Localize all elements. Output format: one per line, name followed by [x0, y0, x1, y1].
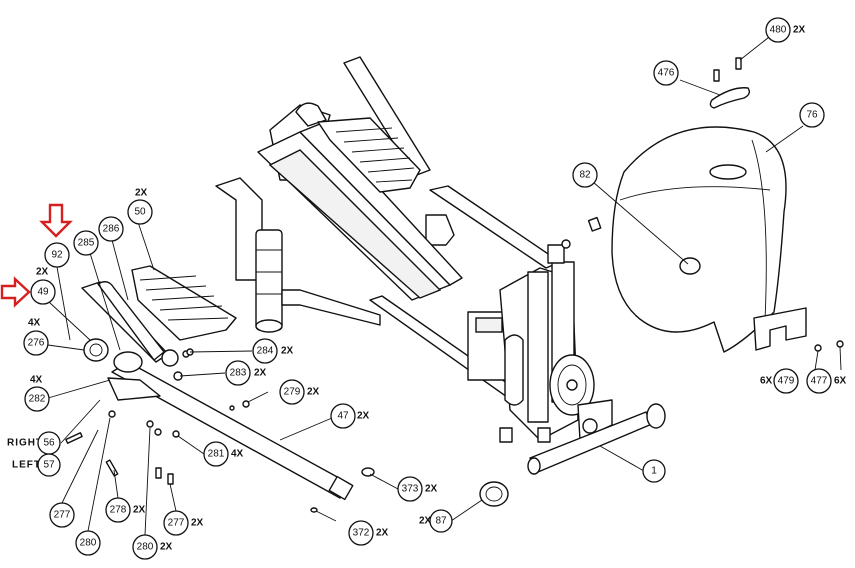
callout-283: 283 2X [225, 360, 267, 386]
callout-92: 92 [44, 242, 70, 268]
svg-text:281: 281 [208, 449, 225, 460]
callout-1: 1 [642, 459, 666, 483]
svg-text:277: 277 [168, 518, 185, 529]
callout-479: 6X 479 [760, 368, 799, 394]
svg-text:278: 278 [110, 505, 127, 516]
svg-text:280: 280 [137, 542, 154, 553]
svg-text:57: 57 [43, 460, 55, 471]
callout-284: 284 2X [252, 338, 294, 364]
svg-text:285: 285 [78, 238, 95, 249]
callout-49: 2X 49 [30, 267, 56, 305]
svg-text:92: 92 [51, 250, 63, 261]
svg-text:373: 373 [402, 484, 419, 495]
callout-50: 2X 50 [127, 188, 153, 225]
drive-housing [467, 239, 613, 441]
callout-480: 480 2X [765, 17, 806, 43]
svg-text:286: 286 [103, 224, 120, 235]
svg-text:2X: 2X [307, 387, 320, 398]
svg-text:2X: 2X [36, 267, 49, 278]
callout-280-left: 280 [75, 530, 101, 556]
svg-text:2X: 2X [254, 368, 267, 379]
rear-frame [215, 177, 455, 333]
shroud-cover [587, 126, 807, 353]
svg-text:56: 56 [43, 438, 55, 449]
svg-text:47: 47 [337, 411, 349, 422]
callout-82: 82 [572, 162, 598, 188]
down-arrow-highlight [39, 203, 73, 238]
center-rail [257, 123, 463, 301]
svg-text:6X: 6X [834, 376, 847, 387]
svg-text:477: 477 [811, 376, 828, 387]
right-arrow-highlight [0, 276, 31, 308]
callout-281: 281 4X [203, 441, 244, 467]
svg-text:277: 277 [54, 510, 71, 521]
svg-text:50: 50 [134, 207, 146, 218]
svg-text:6X: 6X [760, 376, 773, 387]
callout-282: 4X 282 [24, 375, 50, 412]
handle-and-screws [709, 57, 751, 109]
callout-276: 4X 276 [23, 318, 49, 356]
svg-text:279: 279 [284, 387, 301, 398]
callouts: 480 2X 476 76 82 2X 50 92 285 [7, 17, 847, 560]
callout-285: 285 [73, 230, 99, 256]
svg-text:4X: 4X [28, 318, 41, 329]
svg-text:2X: 2X [281, 346, 294, 357]
svg-text:479: 479 [778, 376, 795, 387]
svg-text:82: 82 [579, 170, 591, 181]
svg-text:2X: 2X [357, 411, 370, 422]
roller-wheel [83, 338, 109, 362]
svg-text:2X: 2X [160, 542, 173, 553]
callout-476: 476 [653, 60, 679, 86]
svg-text:49: 49 [37, 287, 49, 298]
callout-373: 373 2X [397, 476, 438, 502]
svg-text:1: 1 [651, 466, 657, 477]
svg-text:2X: 2X [793, 25, 806, 36]
callout-286: 286 [98, 216, 124, 242]
svg-text:2X: 2X [135, 188, 148, 199]
leader-lines [47, 29, 842, 536]
svg-text:4X: 4X [231, 449, 244, 460]
callout-277-right: 277 2X [163, 510, 204, 536]
svg-text:RIGHT: RIGHT [7, 438, 43, 449]
callout-57: LEFT 57 [12, 453, 61, 477]
svg-text:372: 372 [353, 528, 370, 539]
svg-text:2X: 2X [133, 505, 146, 516]
callout-372: 372 2X [348, 520, 389, 546]
svg-text:276: 276 [28, 338, 45, 349]
left-rail [107, 351, 354, 501]
highlight-arrows [0, 203, 73, 308]
front-stabilizer [499, 403, 666, 475]
svg-text:283: 283 [230, 368, 247, 379]
hardware-pieces [65, 340, 844, 513]
svg-text:2X: 2X [419, 516, 432, 527]
svg-text:76: 76 [806, 110, 818, 121]
callout-87: 2X 87 [419, 509, 453, 533]
callout-56: RIGHT 56 [7, 431, 61, 455]
svg-text:284: 284 [257, 346, 274, 357]
svg-text:4X: 4X [30, 375, 43, 386]
right-pedal-assembly [295, 102, 421, 193]
svg-text:2X: 2X [425, 484, 438, 495]
svg-text:480: 480 [770, 25, 787, 36]
svg-text:476: 476 [658, 68, 675, 79]
left-pedal-arm [81, 265, 237, 381]
svg-text:282: 282 [29, 394, 46, 405]
svg-text:2X: 2X [191, 518, 204, 529]
svg-text:2X: 2X [376, 528, 389, 539]
callout-76: 76 [799, 102, 825, 128]
callout-278: 278 2X [105, 497, 146, 523]
callout-477: 477 6X [806, 368, 847, 394]
machine-drawing [65, 56, 844, 513]
callout-279: 279 2X [279, 379, 320, 405]
callout-277-left: 277 [49, 502, 75, 528]
callout-280-right: 280 2X [132, 534, 173, 560]
svg-text:280: 280 [80, 538, 97, 549]
svg-text:87: 87 [435, 516, 447, 527]
svg-text:LEFT: LEFT [12, 460, 41, 471]
callout-47: 47 2X [330, 403, 370, 429]
